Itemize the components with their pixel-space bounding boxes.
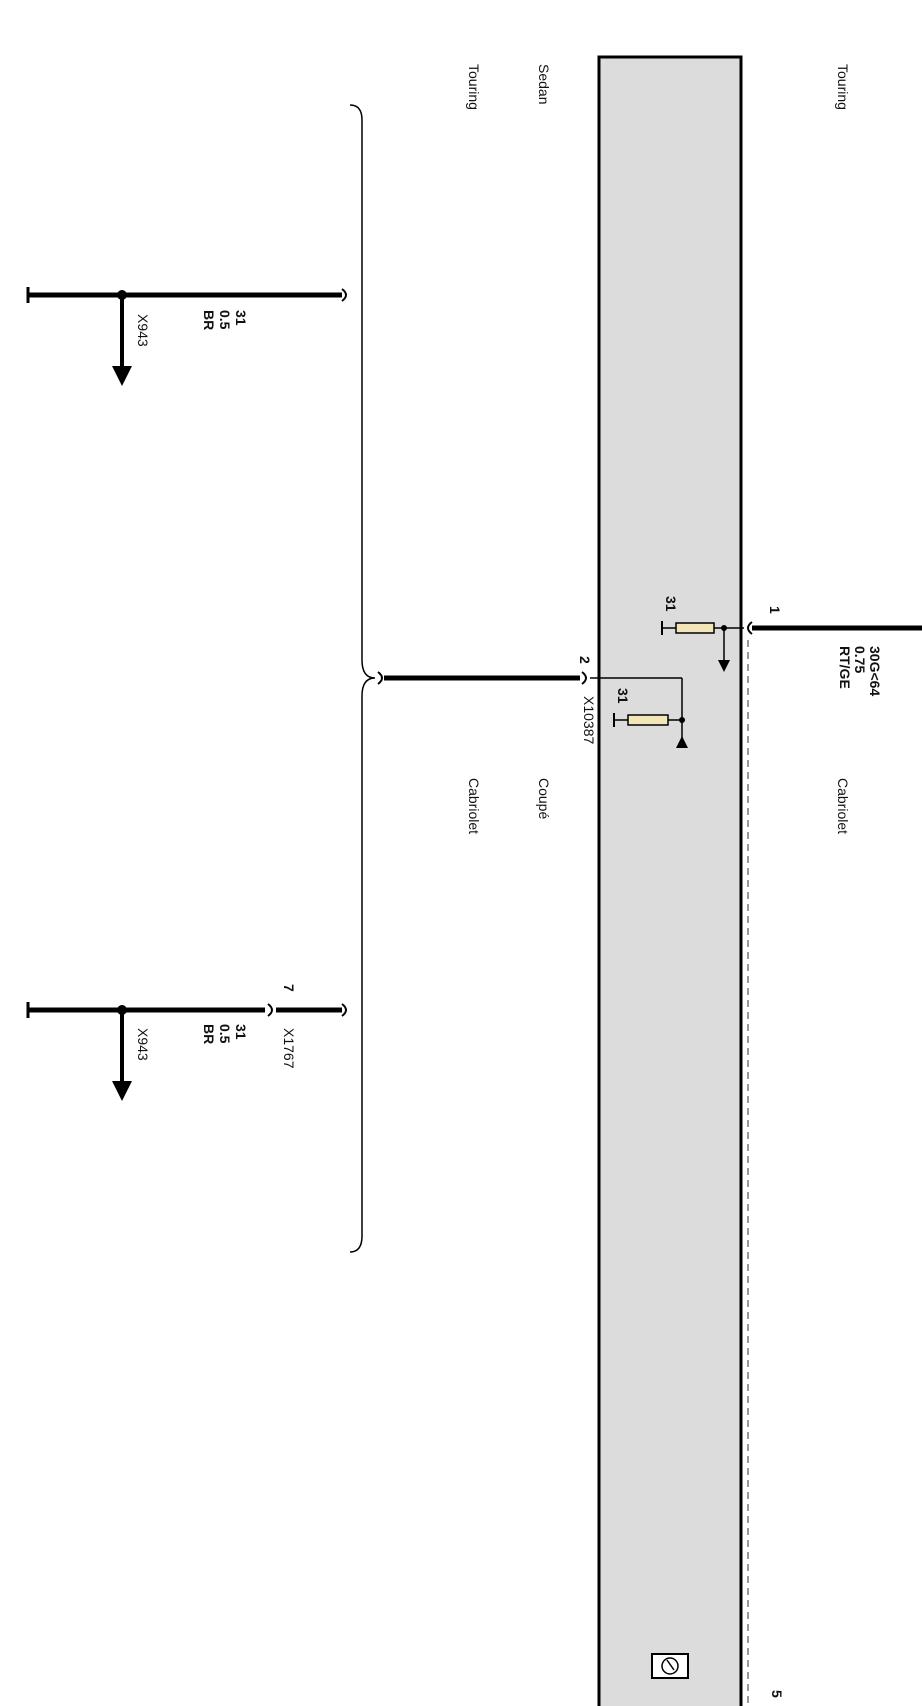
top-wire-size: 0.5 xyxy=(217,310,233,330)
pin2-connector-label: X10387 xyxy=(581,696,597,744)
top-wire-color: BR xyxy=(201,310,217,330)
pin2-wire xyxy=(377,671,688,748)
label-cabriolet-right: Cabriolet xyxy=(835,778,851,834)
pin1-wire-id: 30G<64 xyxy=(867,646,883,696)
label-cabriolet-left: Cabriolet xyxy=(466,778,482,834)
top-ground-wire xyxy=(26,287,347,386)
module-fuse-symbol xyxy=(651,1653,689,1679)
variant-brace xyxy=(349,104,376,1253)
bottom-wire-num: 31 xyxy=(233,1024,249,1040)
bottom-connector-pin: 7 xyxy=(281,984,297,992)
label-sedan: Sedan xyxy=(536,64,552,104)
bottom-pin-number: 5 xyxy=(769,1690,785,1698)
pin1-wire-size: 0.75 xyxy=(852,646,868,673)
top-wire-num: 31 xyxy=(233,310,249,326)
control-module-box xyxy=(597,55,743,1706)
label-touring-right: Touring xyxy=(835,64,851,110)
label-coupe: Coupé xyxy=(536,778,552,819)
resistor1-ground-num: 31 xyxy=(663,596,679,612)
pin2-number: 2 xyxy=(577,656,593,664)
pin1-wire xyxy=(661,621,922,672)
bottom-ground-label: X943 xyxy=(135,1028,151,1061)
label-touring-left: Touring xyxy=(466,64,482,110)
pin1-number: 1 xyxy=(767,606,783,614)
resistor2-ground-num: 31 xyxy=(615,688,631,704)
top-ground-label: X943 xyxy=(135,314,151,347)
bottom-wire-color: BR xyxy=(201,1024,217,1044)
bottom-wire-size: 0.5 xyxy=(217,1024,233,1044)
bottom-connector-label: X1767 xyxy=(281,1028,297,1069)
pin1-wire-color: RT/GE xyxy=(837,646,853,689)
bottom-ground-wire xyxy=(26,1002,347,1101)
